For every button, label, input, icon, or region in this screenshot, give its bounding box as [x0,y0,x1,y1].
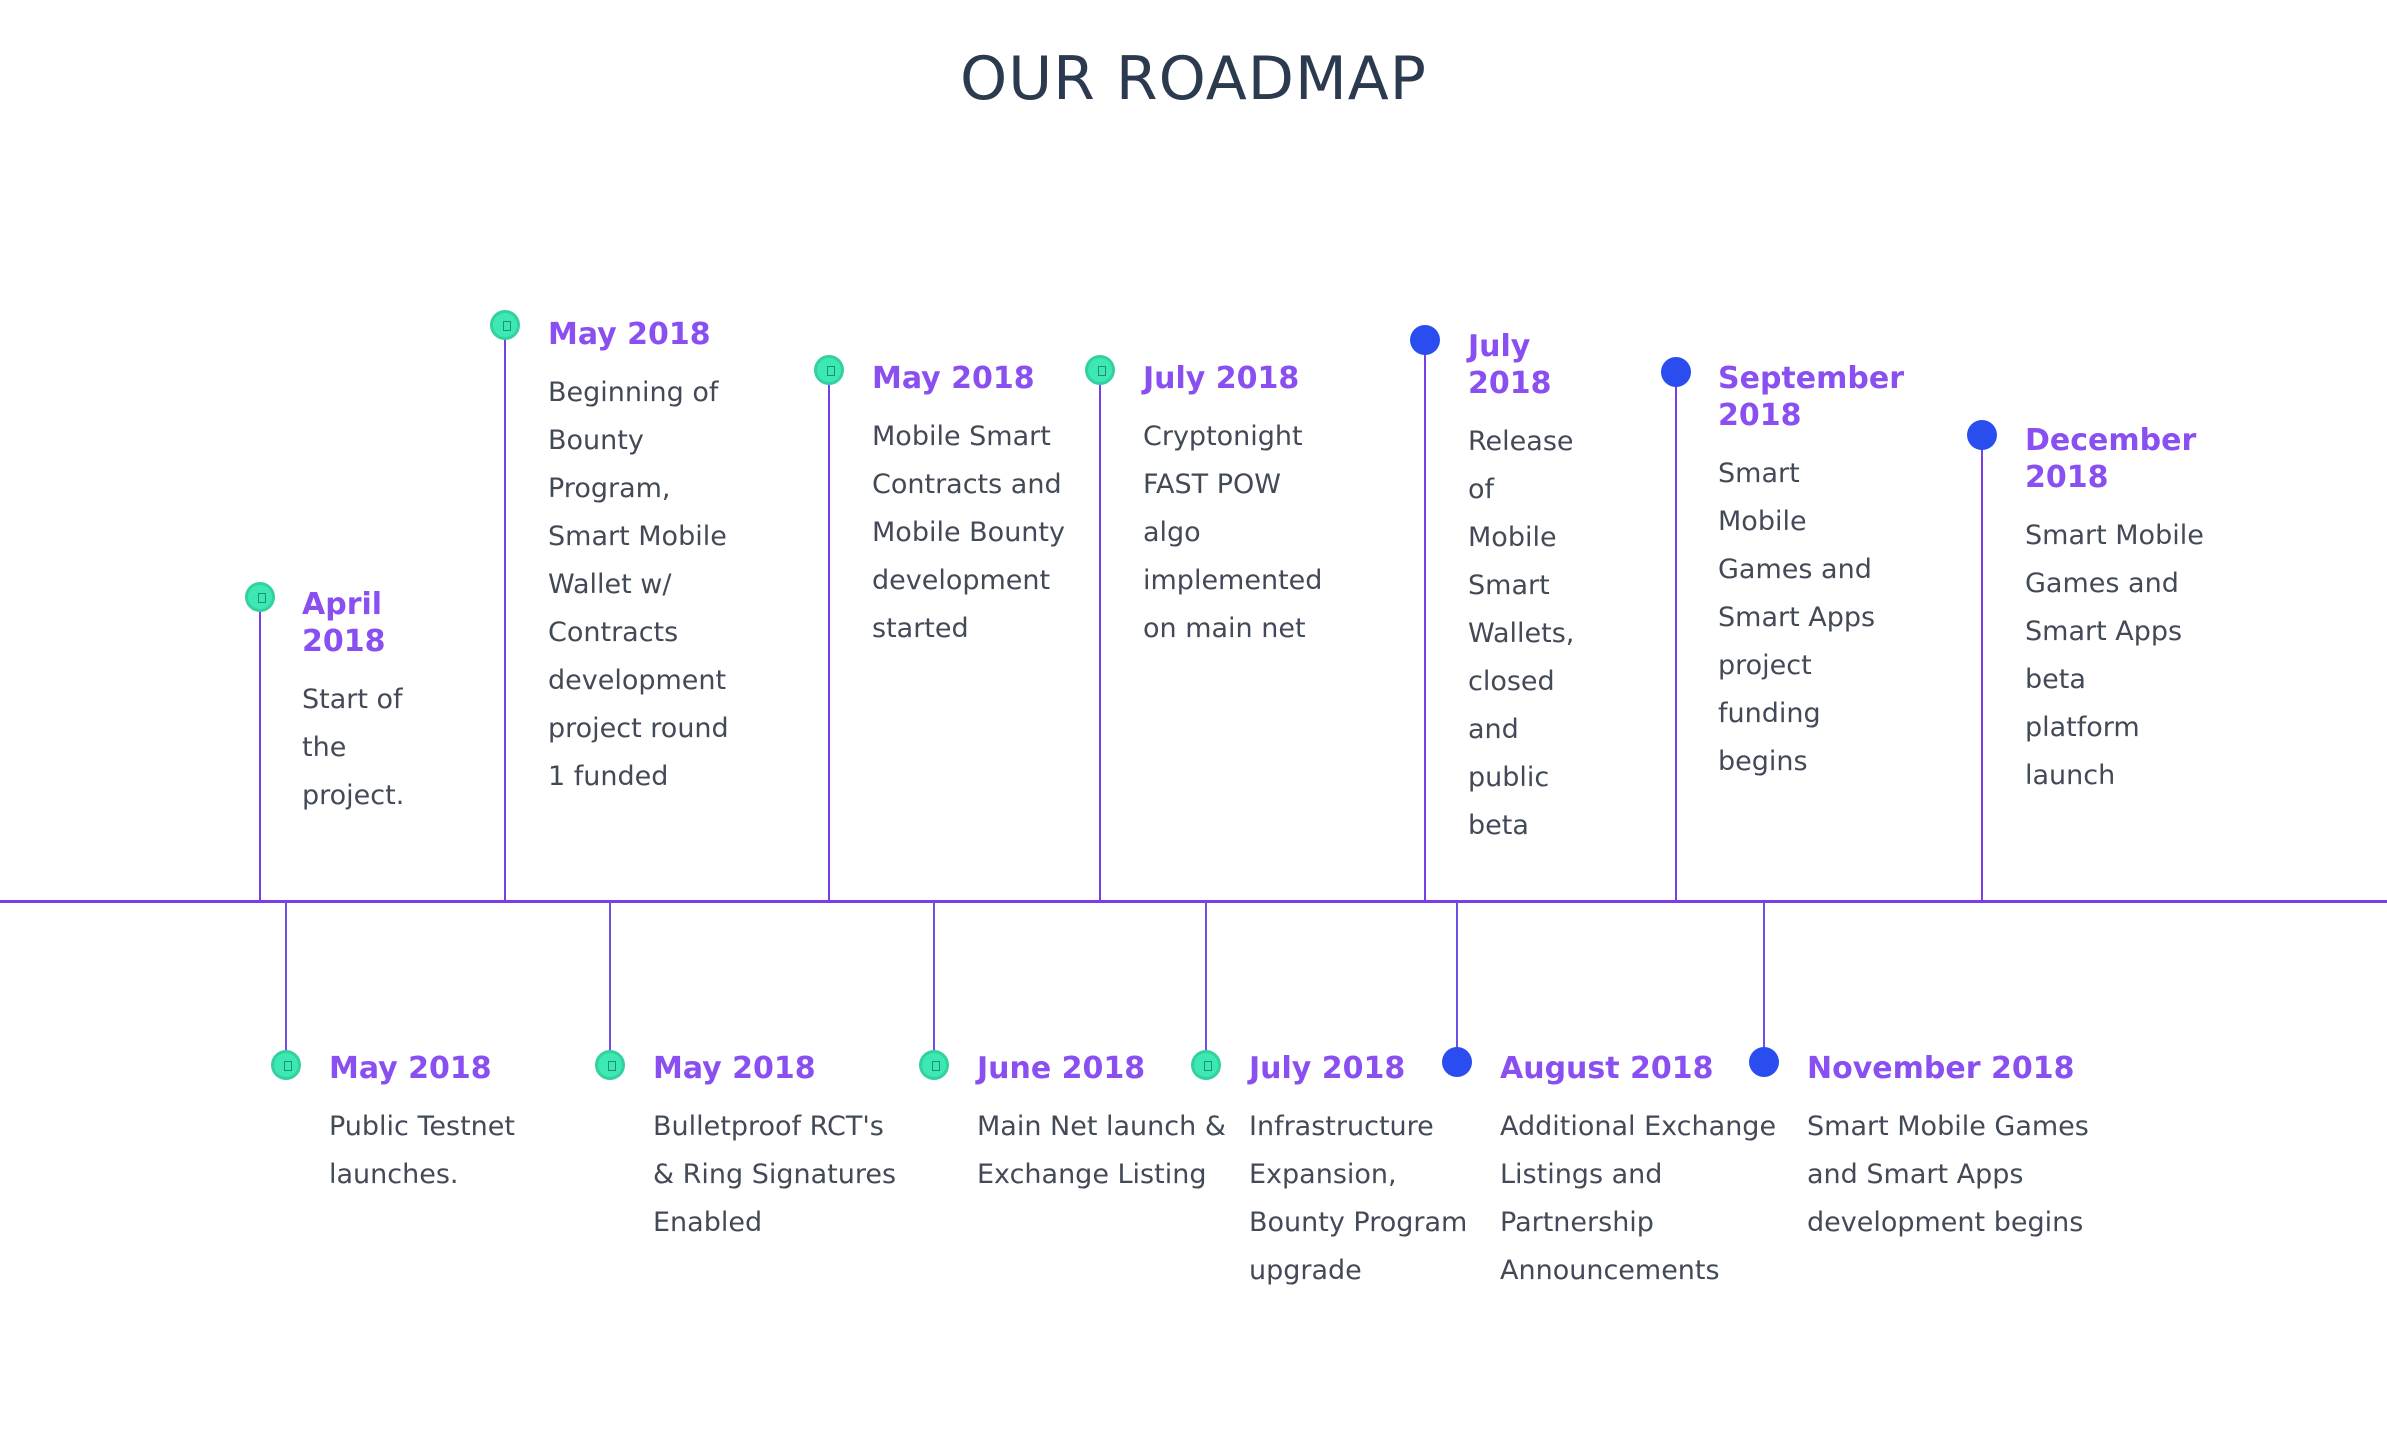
milestone-description: Release of Mobile Smart Wallets, closed … [1468,426,1575,841]
milestone-text: December 2018 Smart Mobile Games and Sma… [2025,422,2205,800]
milestone-stem [609,902,611,1065]
milestone-text: November 2018 Smart Mobile Games and Sma… [1807,1050,2122,1247]
milestone-date: July 2018 [1249,1051,1406,1086]
milestone-stem [1424,340,1426,900]
milestone-date: May 2018 [653,1051,816,1086]
milestone-text: July 2018 Release of Mobile Smart Wallet… [1468,328,1575,850]
check-icon [1191,1050,1221,1080]
milestone-stem [504,325,506,900]
dot-icon [1967,420,1997,450]
milestone-stem [285,902,287,1065]
milestone-text: May 2018 Mobile Smart Contracts and Mobi… [872,360,1082,653]
milestone-description: Mobile Smart Contracts and Mobile Bounty… [872,421,1065,644]
dot-icon [1661,357,1691,387]
check-icon [1085,355,1115,385]
milestone-description: Smart Mobile Games and Smart Apps projec… [1718,458,1876,777]
milestone-stem [259,597,261,900]
milestone-text: June 2018 Main Net launch & Exchange Lis… [977,1050,1237,1199]
milestone-stem [1675,372,1677,900]
dot-icon [1749,1047,1779,1077]
milestone-stem [1981,435,1983,900]
milestone-date: May 2018 [548,317,711,352]
milestone-description: Public Testnet launches. [329,1111,515,1190]
milestone-stem [1099,370,1101,900]
milestone-description: Main Net launch & Exchange Listing [977,1111,1226,1190]
milestone-date: December 2018 [2025,423,2197,495]
milestone-text: July 2018 Infrastructure Expansion, Boun… [1249,1050,1494,1295]
check-icon [490,310,520,340]
milestone-text: August 2018 Additional Exchange Listings… [1500,1050,1780,1295]
milestone-stem [828,370,830,900]
milestone-date: September 2018 [1718,361,1904,433]
milestone-description: Start of the project. [302,684,405,811]
check-icon [814,355,844,385]
milestone-date: July 2018 [1468,329,1552,401]
milestone-date: May 2018 [329,1051,492,1086]
milestone-description: Infrastructure Expansion, Bounty Program… [1249,1111,1468,1286]
milestone-date: November 2018 [1807,1051,2075,1086]
milestone-stem [933,902,935,1065]
milestone-text: May 2018 Bulletproof RCT's & Ring Signat… [653,1050,913,1247]
check-icon [595,1050,625,1080]
milestone-description: Additional Exchange Listings and Partner… [1500,1111,1777,1286]
dot-icon [1442,1047,1472,1077]
page-title: OUR ROADMAP [959,44,1427,114]
milestone-text: September 2018 Smart Mobile Games and Sm… [1718,360,1904,786]
milestone-text: April 2018 Start of the project. [302,586,422,820]
milestone-description: Beginning of Bounty Program, Smart Mobil… [548,377,729,792]
milestone-text: May 2018 Public Testnet launches. [329,1050,559,1199]
timeline-axis [0,900,2387,903]
milestone-stem [1763,902,1765,1062]
check-icon [271,1050,301,1080]
milestone-date: August 2018 [1500,1051,1714,1086]
dot-icon [1410,325,1440,355]
milestone-stem [1456,902,1458,1062]
milestone-text: May 2018 Beginning of Bounty Program, Sm… [548,316,748,801]
milestone-description: Bulletproof RCT's & Ring Signatures Enab… [653,1111,897,1238]
check-icon [245,582,275,612]
milestone-description: Smart Mobile Games and Smart Apps beta p… [2025,520,2204,791]
milestone-date: April 2018 [302,587,386,659]
milestone-stem [1205,902,1207,1065]
milestone-description: Smart Mobile Games and Smart Apps develo… [1807,1111,2089,1238]
milestone-date: July 2018 [1143,361,1300,396]
milestone-date: May 2018 [872,361,1035,396]
milestone-date: June 2018 [977,1051,1146,1086]
milestone-description: Cryptonight FAST POW algo implemented on… [1143,421,1323,644]
check-icon [919,1050,949,1080]
milestone-text: July 2018 Cryptonight FAST POW algo impl… [1143,360,1343,653]
